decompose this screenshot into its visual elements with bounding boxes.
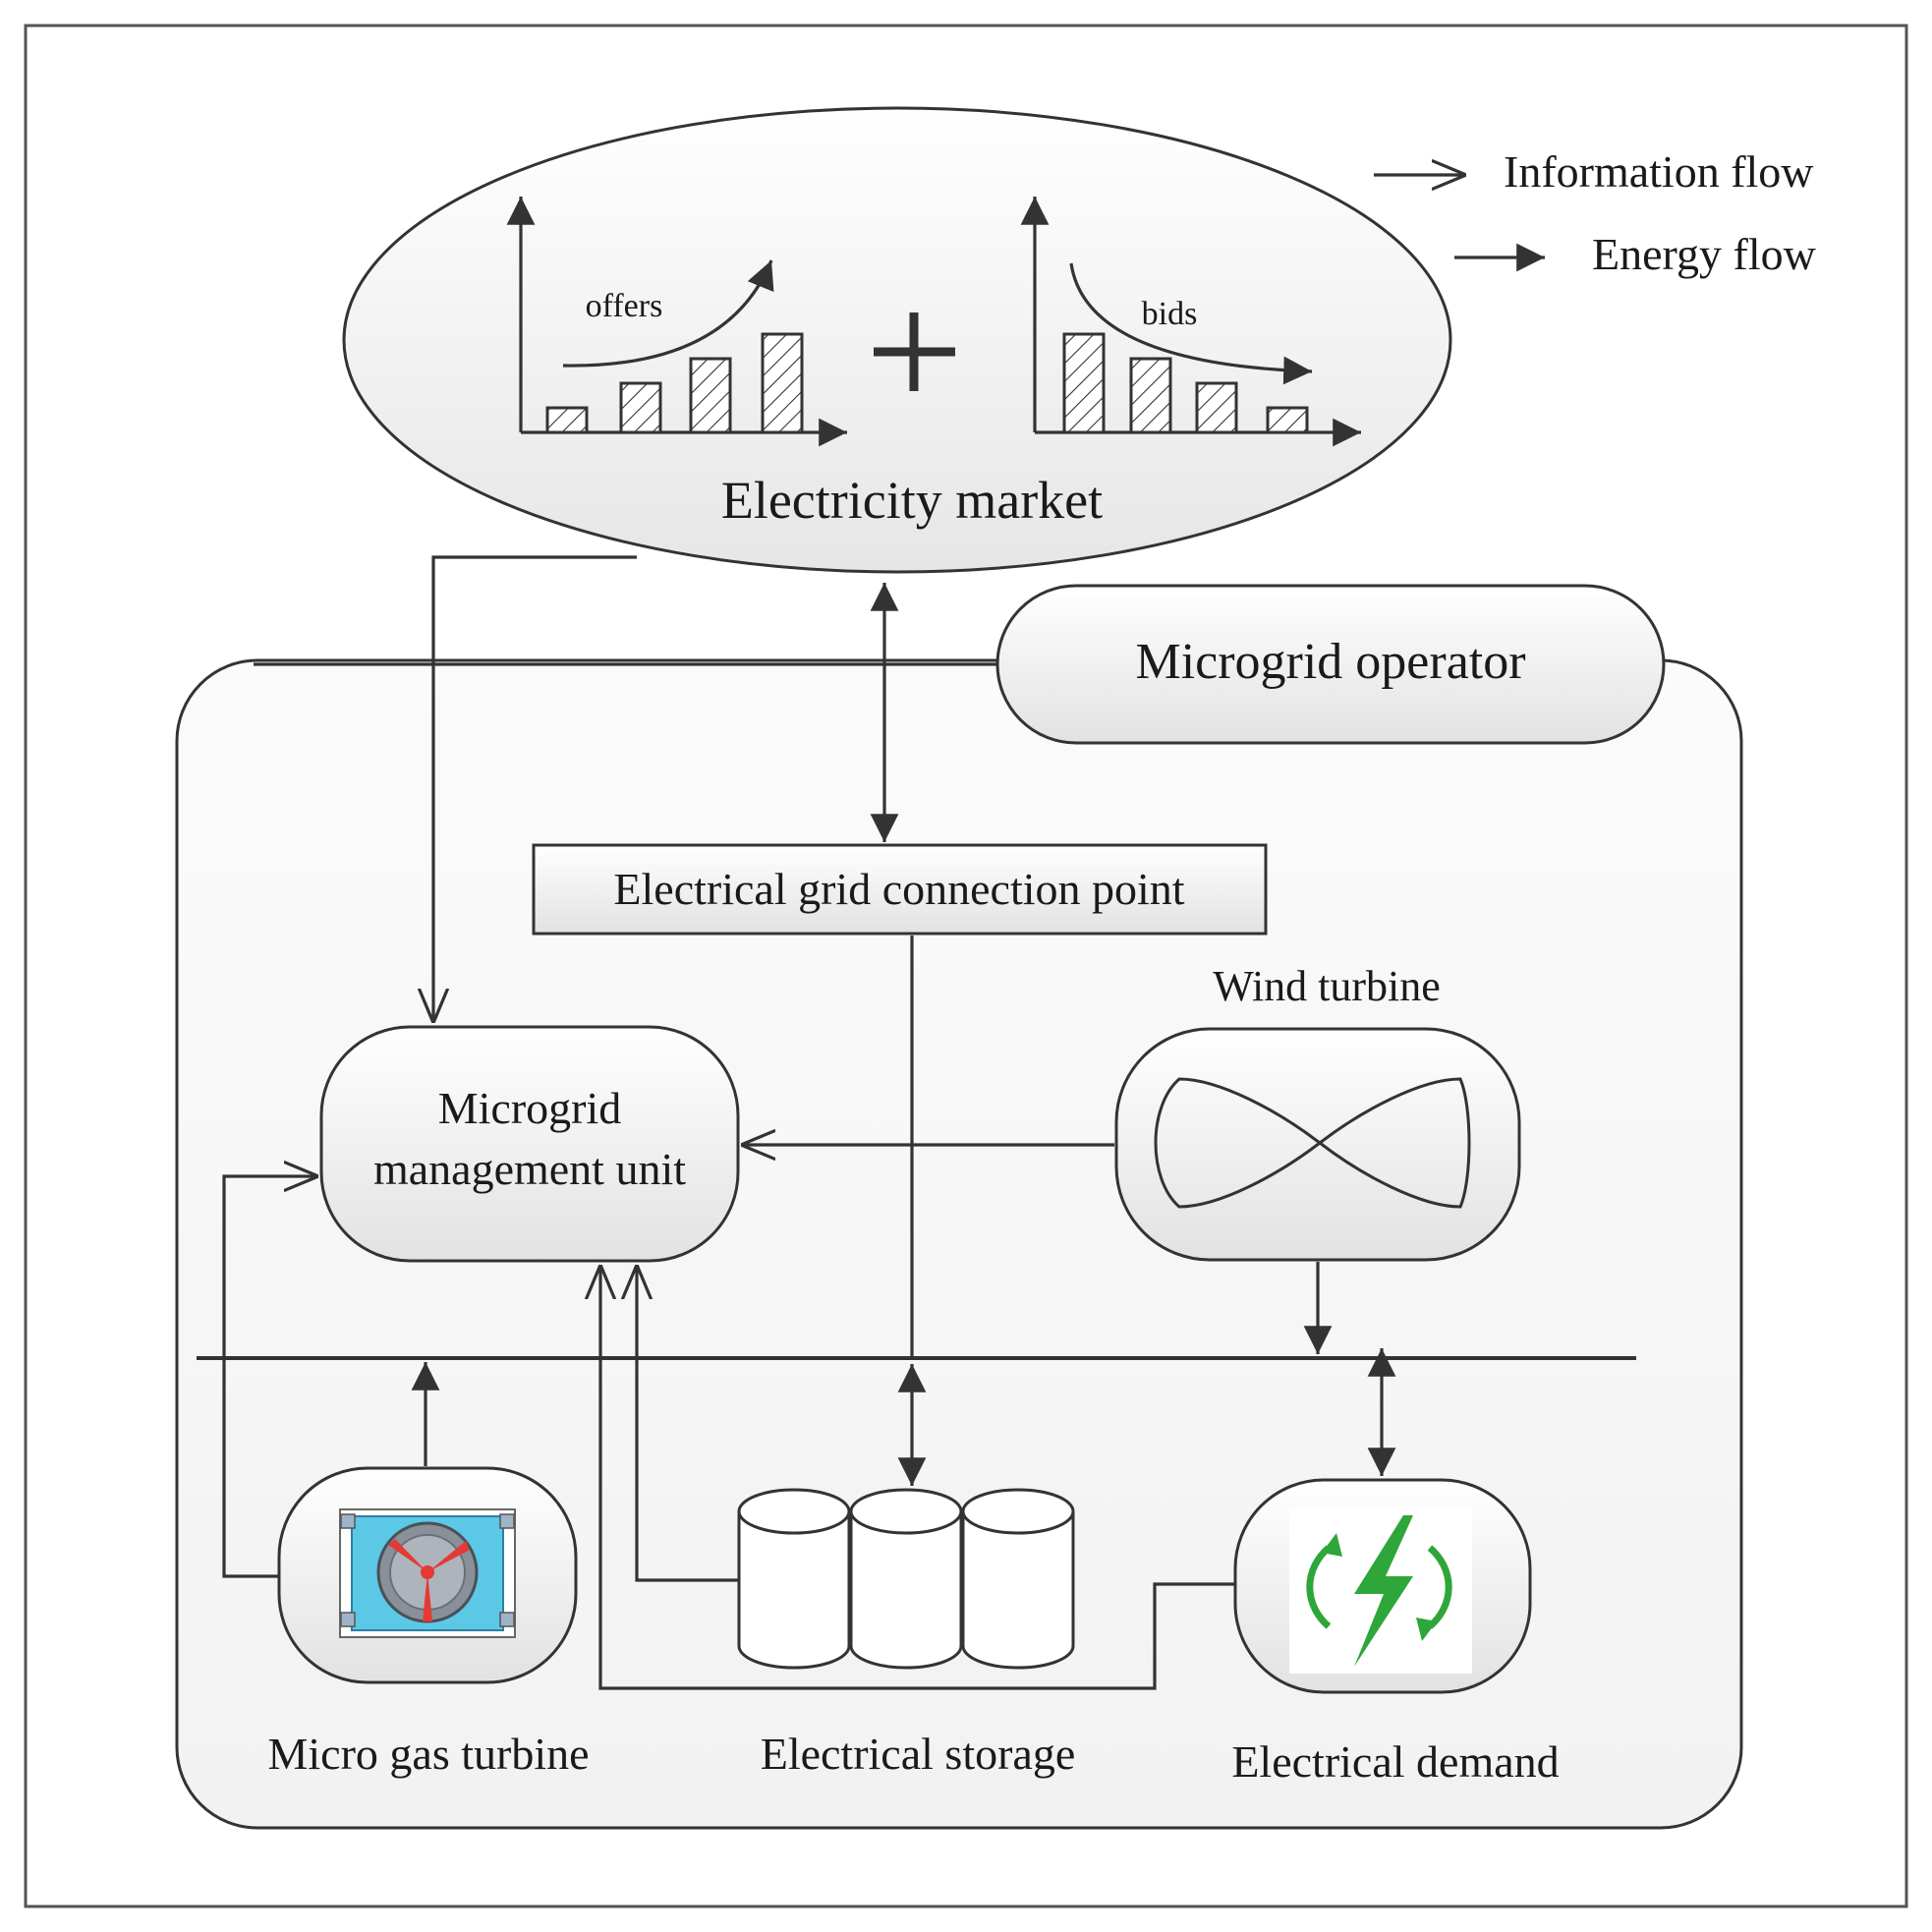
legend: Information flow Energy flow <box>1374 146 1817 279</box>
grid-connection-point-box <box>532 843 1268 936</box>
electrical-storage-label: Electrical storage <box>761 1729 1076 1779</box>
market-to-management-unit-info-arrow <box>433 555 637 1023</box>
wind-turbine: Wind turbine <box>1114 962 1521 1262</box>
bids-bars <box>1062 332 1309 434</box>
bids-bar-3 <box>1195 381 1238 434</box>
micro-gas-turbine-label: Micro gas turbine <box>267 1729 589 1779</box>
wind-turbine-label: Wind turbine <box>1213 962 1441 1010</box>
offers-chart: offers <box>506 197 847 447</box>
microgrid-operator-label: Microgrid operator <box>1135 634 1525 690</box>
bids-bar-4 <box>1266 406 1309 434</box>
electrical-demand: Electrical demand <box>1231 1478 1560 1787</box>
offers-label: offers <box>586 288 663 324</box>
gas-turbine-to-management-unit-info-arrow <box>222 1176 318 1578</box>
bids-trend-arrow <box>1069 262 1313 385</box>
microgrid-management-unit-box <box>319 1025 740 1263</box>
electricity-market-ellipse <box>342 106 1452 574</box>
electricity-market: offers bids Electricity market <box>342 106 1452 574</box>
microgrid-management-unit-label-line2: management unit <box>373 1144 686 1194</box>
offers-bars <box>545 332 804 434</box>
bids-chart: bids <box>1020 197 1361 447</box>
bids-label: bids <box>1142 296 1198 332</box>
storage-cylinder-icon <box>737 1488 1075 1670</box>
electricity-market-title: Electricity market <box>721 471 1103 530</box>
bids-bar-1 <box>1062 332 1106 434</box>
grid-connection-point-label: Electrical grid connection point <box>613 864 1184 914</box>
gas-turbine-fan-icon <box>339 1508 516 1638</box>
offers-bar-4 <box>761 332 804 434</box>
offers-bar-1 <box>545 406 589 434</box>
offers-trend-arrow <box>562 259 774 368</box>
electrical-storage: Electrical storage <box>737 1488 1076 1779</box>
micro-gas-turbine: Micro gas turbine <box>267 1466 590 1779</box>
storage-to-management-unit-info-arrow <box>637 1265 739 1582</box>
wind-turbine-icon <box>1154 1077 1471 1209</box>
microgrid-operator: Microgrid operator <box>995 584 1666 745</box>
offers-bar-2 <box>619 381 662 434</box>
plus-sign <box>874 313 955 391</box>
microgrid-management-unit: Microgrid management unit <box>319 1025 740 1263</box>
microgrid-management-unit-label-line1: Microgrid <box>438 1083 622 1133</box>
lightning-bolt-icon <box>1289 1508 1472 1674</box>
electrical-demand-label: Electrical demand <box>1231 1736 1559 1787</box>
grid-connection-point: Electrical grid connection point <box>532 843 1268 936</box>
bids-bar-2 <box>1129 357 1172 434</box>
information-flow-legend-label: Information flow <box>1504 146 1814 197</box>
offers-bar-3 <box>689 357 732 434</box>
demand-to-management-unit-info-arrow <box>600 1265 1235 1690</box>
energy-flow-legend-label: Energy flow <box>1592 229 1817 279</box>
